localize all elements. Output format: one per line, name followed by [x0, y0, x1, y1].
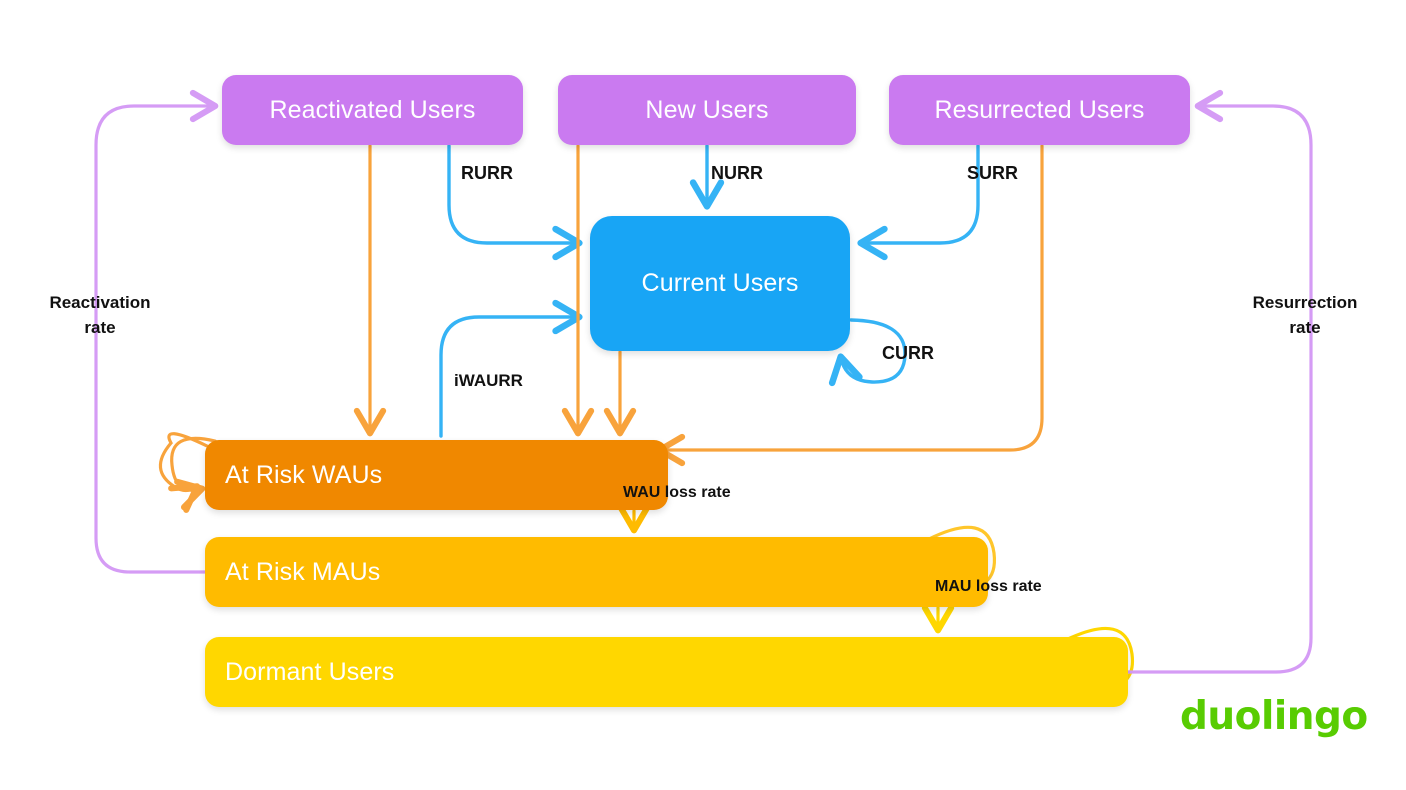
edge-label-surr: SURR: [967, 163, 1019, 183]
node-label: At Risk WAUs: [225, 460, 383, 489]
edge-label-reactivation-rate: Reactivation rate: [49, 293, 151, 337]
edge-label-iwaurr: iWAURR: [454, 371, 523, 390]
node-label: Reactivated Users: [269, 95, 476, 124]
node-reactivated-users[interactable]: Reactivated Users: [222, 75, 523, 145]
node-label: Current Users: [641, 269, 799, 297]
edge-label-rurr: RURR: [461, 163, 513, 183]
node-at-risk-maus[interactable]: At Risk MAUs: [205, 537, 988, 607]
node-label: Resurrected Users: [934, 95, 1145, 124]
node-new-users[interactable]: New Users: [558, 75, 856, 145]
node-label: New Users: [645, 95, 769, 124]
edge-label-mau-loss-rate: MAU loss rate: [935, 578, 1042, 595]
node-at-risk-waus[interactable]: At Risk WAUs: [205, 440, 668, 510]
edge-label-wau-loss-rate: WAU loss rate: [623, 484, 731, 501]
edge-rurr: [447, 144, 583, 261]
node-label: Dormant Users: [225, 657, 395, 686]
edge-label-resurrection-rate: Resurrection rate: [1252, 293, 1358, 337]
node-dormant-users[interactable]: Dormant Users: [205, 637, 1128, 707]
edge-label-curr: CURR: [882, 343, 934, 363]
edge-surr: [857, 144, 980, 261]
node-label: At Risk MAUs: [225, 557, 381, 586]
node-resurrected-users[interactable]: Resurrected Users: [889, 75, 1190, 145]
edge-wau-selfloop: [158, 432, 209, 513]
node-current-users[interactable]: Current Users: [590, 216, 850, 351]
duolingo-logo: duolingo: [1180, 694, 1368, 739]
edge-label-nurr: NURR: [711, 163, 763, 183]
edge-resurrection-rate: [1106, 89, 1313, 674]
